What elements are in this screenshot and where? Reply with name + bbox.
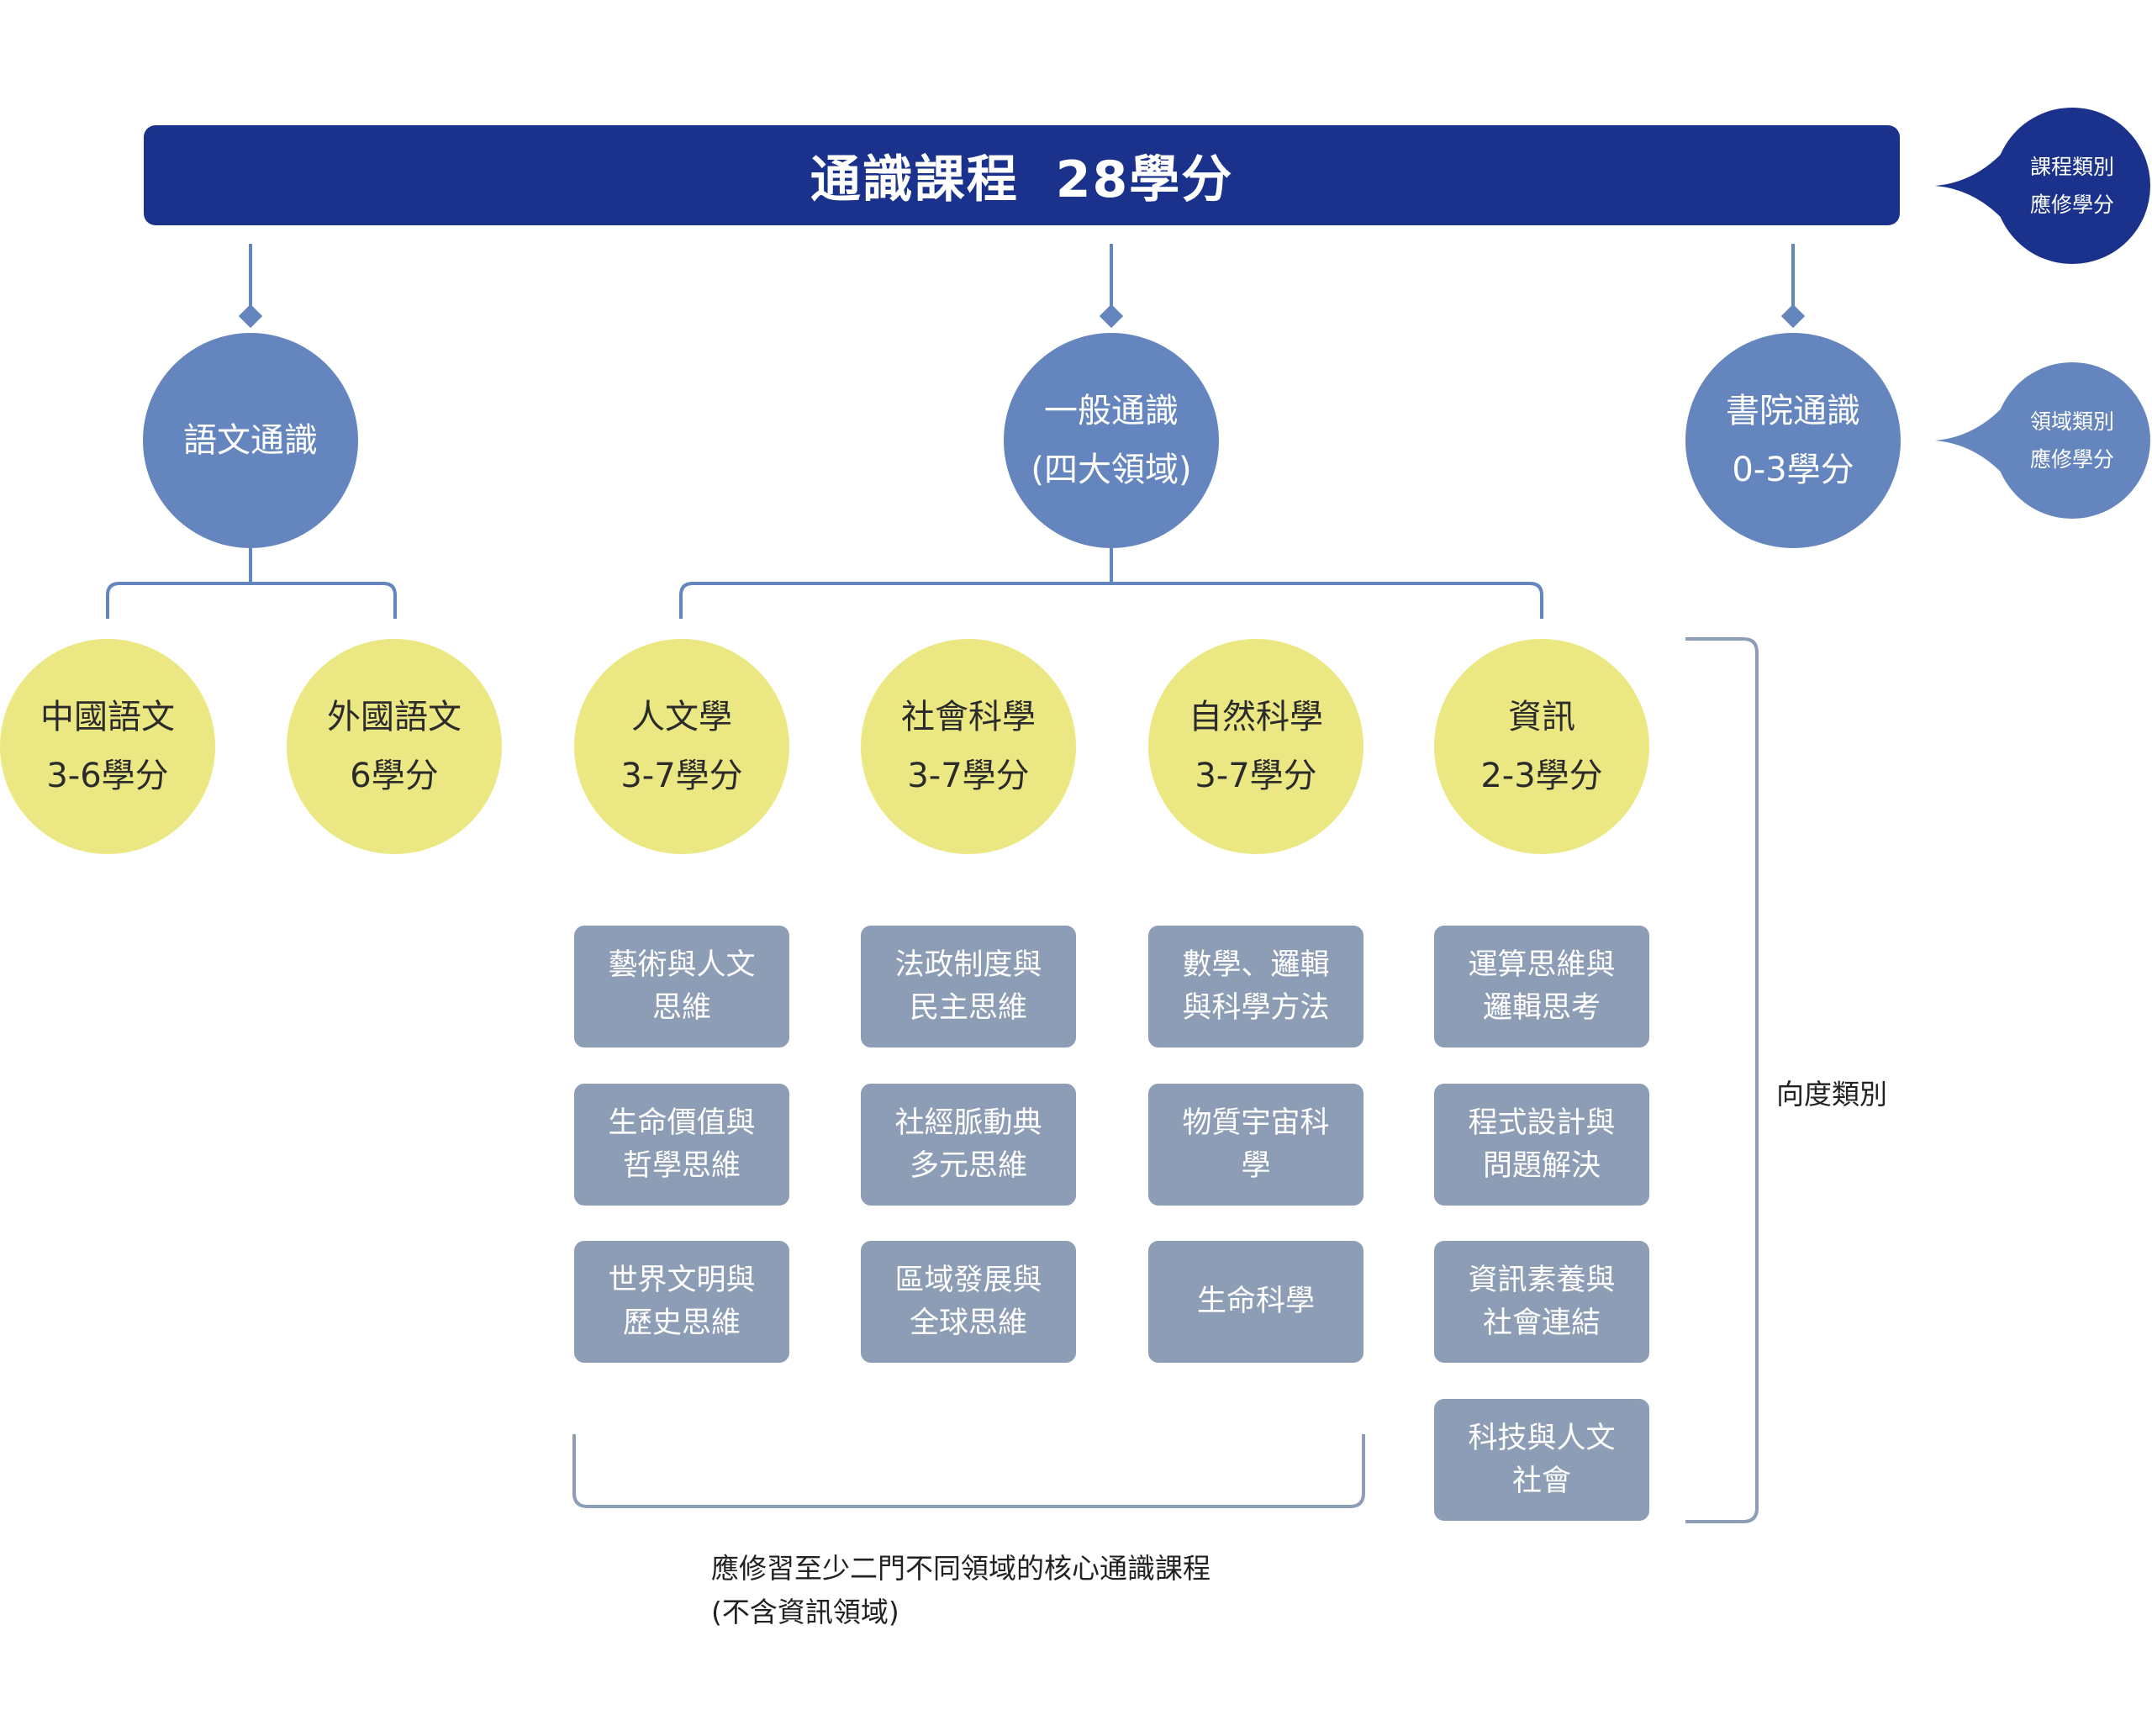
dimension-line: 多元思維 — [909, 1148, 1027, 1183]
dimension-line: 法政制度與 — [894, 947, 1042, 982]
legend-course-line1: 課程類別 — [2029, 155, 2114, 179]
connector-diamond — [1780, 303, 1806, 329]
dimension-line: 全球思維 — [909, 1306, 1027, 1340]
dimension-box-info-literacy: 資訊素養與 社會連結 — [1434, 1241, 1649, 1363]
domain-humanities-label: 人文學 — [631, 698, 732, 736]
domain-social-credits: 3-7學分 — [907, 757, 1030, 795]
dimension-line: 世界文明與 — [608, 1263, 756, 1297]
domain-social-label: 社會科學 — [901, 698, 1036, 736]
domain-foreign: 外國語文 6學分 — [287, 639, 502, 854]
dimension-line: 哲學思維 — [622, 1148, 741, 1183]
dimension-box-socioeconomic: 社經脈動典 多元思維 — [861, 1084, 1076, 1206]
domain-info-label: 資訊 — [1508, 698, 1575, 736]
domain-foreign-label: 外國語文 — [327, 698, 462, 736]
dimension-line: 邏輯思考 — [1482, 990, 1601, 1025]
dimension-box-life-philosophy: 生命價值與 哲學思維 — [574, 1084, 789, 1206]
legend-domain-line1: 領域類別 — [2029, 409, 2114, 434]
domain-info: 資訊 2-3學分 — [1434, 639, 1649, 854]
domain-social: 社會科學 3-7學分 — [861, 639, 1076, 854]
dimension-line: 物質宇宙科 — [1182, 1105, 1330, 1140]
dimension-line: 社會 — [1511, 1464, 1571, 1498]
dimension-line: 歷史思維 — [622, 1306, 741, 1340]
category-language: 語文通識 — [143, 333, 358, 548]
dimension-line: 運算思維與 — [1468, 947, 1616, 982]
legend-pointer-domain — [1935, 389, 2018, 492]
dimension-line: 藝術與人文 — [608, 947, 756, 982]
dimension-line: 學 — [1241, 1148, 1271, 1183]
dimension-box-math-logic: 數學、邏輯 與科學方法 — [1148, 926, 1363, 1047]
category-college-label: 書院通識 — [1726, 392, 1860, 430]
connector-language-branch — [106, 548, 397, 619]
dimension-line: 數學、邏輯 — [1182, 947, 1330, 982]
connector-diamond — [1099, 303, 1124, 329]
domain-chinese-label: 中國語文 — [40, 698, 175, 736]
dimension-box-law-democracy: 法政制度與 民主思維 — [861, 926, 1076, 1047]
legend-course-line2: 應修學分 — [2029, 193, 2114, 217]
dimension-line: 社經脈動典 — [894, 1105, 1042, 1140]
domain-humanities-credits: 3-7學分 — [620, 757, 743, 795]
dimension-line: 民主思維 — [909, 990, 1027, 1025]
domain-natural: 自然科學 3-7學分 — [1148, 639, 1363, 854]
category-college: 書院通識 0-3學分 — [1685, 333, 1901, 548]
dimension-box-matter-universe: 物質宇宙科 學 — [1148, 1084, 1363, 1206]
dimension-line: 思維 — [651, 990, 711, 1025]
footnote-line2: (不含資訊領域) — [711, 1596, 899, 1628]
domain-natural-label: 自然科學 — [1189, 698, 1323, 736]
footnote-line1: 應修習至少二門不同領域的核心通識課程 — [711, 1552, 1210, 1585]
domain-chinese-credits: 3-6學分 — [46, 757, 169, 795]
category-general-label: 一般通識 — [1044, 392, 1179, 430]
domain-info-credits: 2-3學分 — [1480, 757, 1603, 795]
legend-domain-category: 領域類別 應修學分 — [1994, 362, 2150, 519]
dimension-box-computational-thinking: 運算思維與 邏輯思考 — [1434, 926, 1649, 1047]
dimension-box-programming: 程式設計與 問題解決 — [1434, 1084, 1649, 1206]
general-education-banner: 通識課程 28學分 — [144, 125, 1900, 225]
category-college-credits: 0-3學分 — [1732, 451, 1854, 489]
dimension-box-life-science: 生命科學 — [1148, 1241, 1363, 1363]
banner-credits: 28學分 — [1055, 150, 1234, 209]
legend-pointer-course — [1935, 135, 2018, 237]
dimension-line: 區域發展與 — [894, 1263, 1042, 1297]
dimension-line: 問題解決 — [1482, 1148, 1601, 1183]
domain-chinese: 中國語文 3-6學分 — [0, 639, 215, 854]
dimension-line: 社會連結 — [1482, 1306, 1601, 1340]
dimension-box-regional-global: 區域發展與 全球思維 — [861, 1241, 1076, 1363]
dimension-bracket — [1685, 637, 1759, 1523]
dimension-category-label: 向度類別 — [1776, 1078, 1887, 1111]
category-general-sub: (四大領域) — [1031, 451, 1192, 489]
connector-diamond — [238, 303, 263, 329]
core-course-bracket — [572, 1434, 1365, 1508]
dimension-box-arts-humanities: 藝術與人文 思維 — [574, 926, 789, 1047]
dimension-box-civilization-history: 世界文明與 歷史思維 — [574, 1241, 789, 1363]
dimension-line: 與科學方法 — [1182, 990, 1330, 1025]
dimension-line: 生命科學 — [1196, 1285, 1315, 1318]
dimension-box-tech-humanities: 科技與人文 社會 — [1434, 1399, 1649, 1521]
connector-general-branch — [679, 548, 1543, 619]
dimension-line: 科技與人文 — [1468, 1421, 1616, 1455]
dimension-line: 資訊素養與 — [1468, 1263, 1616, 1297]
dimension-line: 生命價值與 — [608, 1105, 756, 1140]
category-language-label: 語文通識 — [183, 421, 318, 460]
legend-domain-line2: 應修學分 — [2029, 447, 2114, 472]
banner-title: 通識課程 — [810, 150, 1019, 209]
legend-course-category: 課程類別 應修學分 — [1994, 108, 2150, 264]
dimension-line: 程式設計與 — [1468, 1105, 1616, 1140]
domain-foreign-credits: 6學分 — [350, 757, 439, 795]
core-course-footnote: 應修習至少二門不同領域的核心通識課程 (不含資訊領域) — [711, 1547, 1210, 1634]
category-general: 一般通識 (四大領域) — [1004, 333, 1219, 548]
domain-natural-credits: 3-7學分 — [1195, 757, 1317, 795]
domain-humanities: 人文學 3-7學分 — [574, 639, 789, 854]
